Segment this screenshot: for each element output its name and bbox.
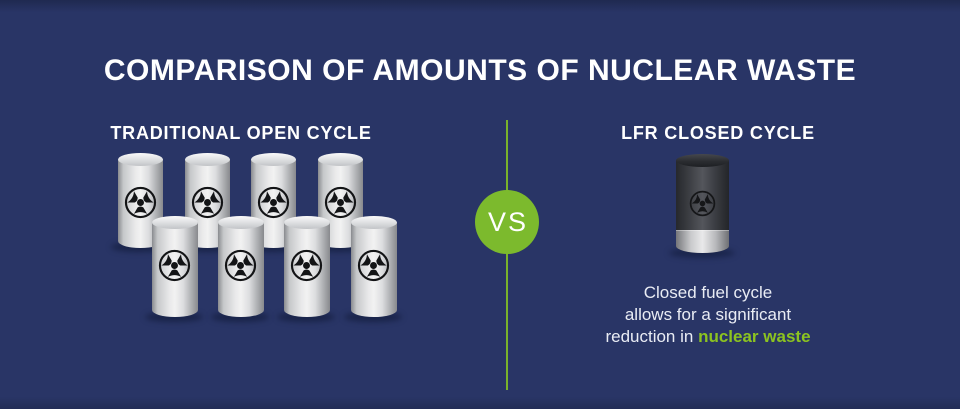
radiation-trefoil-icon <box>290 249 323 282</box>
waste-barrel <box>351 216 397 317</box>
left-section-heading: TRADITIONAL OPEN CYCLE <box>110 123 372 143</box>
waste-barrel <box>152 216 198 317</box>
vs-label: VS <box>487 206 529 237</box>
caption-line-1: Closed fuel cycle <box>643 283 773 302</box>
radiation-trefoil-icon <box>191 186 224 219</box>
barrel-shadow <box>344 312 402 322</box>
caption-line-2: allows for a significant <box>624 305 792 324</box>
barrel-shadow <box>277 312 335 322</box>
divider-line <box>506 120 508 390</box>
page-title: COMPARISON OF AMOUNTS OF NUCLEAR WASTE <box>103 54 857 87</box>
caption-highlight-nuclear-waste: nuclear waste <box>698 327 811 346</box>
barrel-shadow <box>211 312 269 322</box>
open-cycle-waste-group <box>110 152 410 327</box>
closed-cycle-caption: Closed fuel cycle allows for a significa… <box>558 282 858 348</box>
radiation-trefoil-icon <box>324 186 357 219</box>
vs-badge: VS <box>475 190 539 254</box>
closed-cycle-waste-canister <box>676 154 729 253</box>
waste-barrel <box>218 216 264 317</box>
radiation-trefoil-icon <box>224 249 257 282</box>
canister-shadow <box>669 248 735 258</box>
canister-metal-band <box>676 230 729 253</box>
radiation-trefoil-icon <box>689 190 716 217</box>
right-section-heading: LFR CLOSED CYCLE <box>621 123 815 143</box>
radiation-trefoil-icon <box>257 186 290 219</box>
waste-barrel <box>284 216 330 317</box>
barrel-shadow <box>145 312 203 322</box>
caption-line-3-prefix: reduction in <box>605 327 699 346</box>
radiation-trefoil-icon <box>357 249 390 282</box>
radiation-trefoil-icon <box>124 186 157 219</box>
caption-line-3: reduction in nuclear waste <box>558 326 858 348</box>
radiation-trefoil-icon <box>158 249 191 282</box>
